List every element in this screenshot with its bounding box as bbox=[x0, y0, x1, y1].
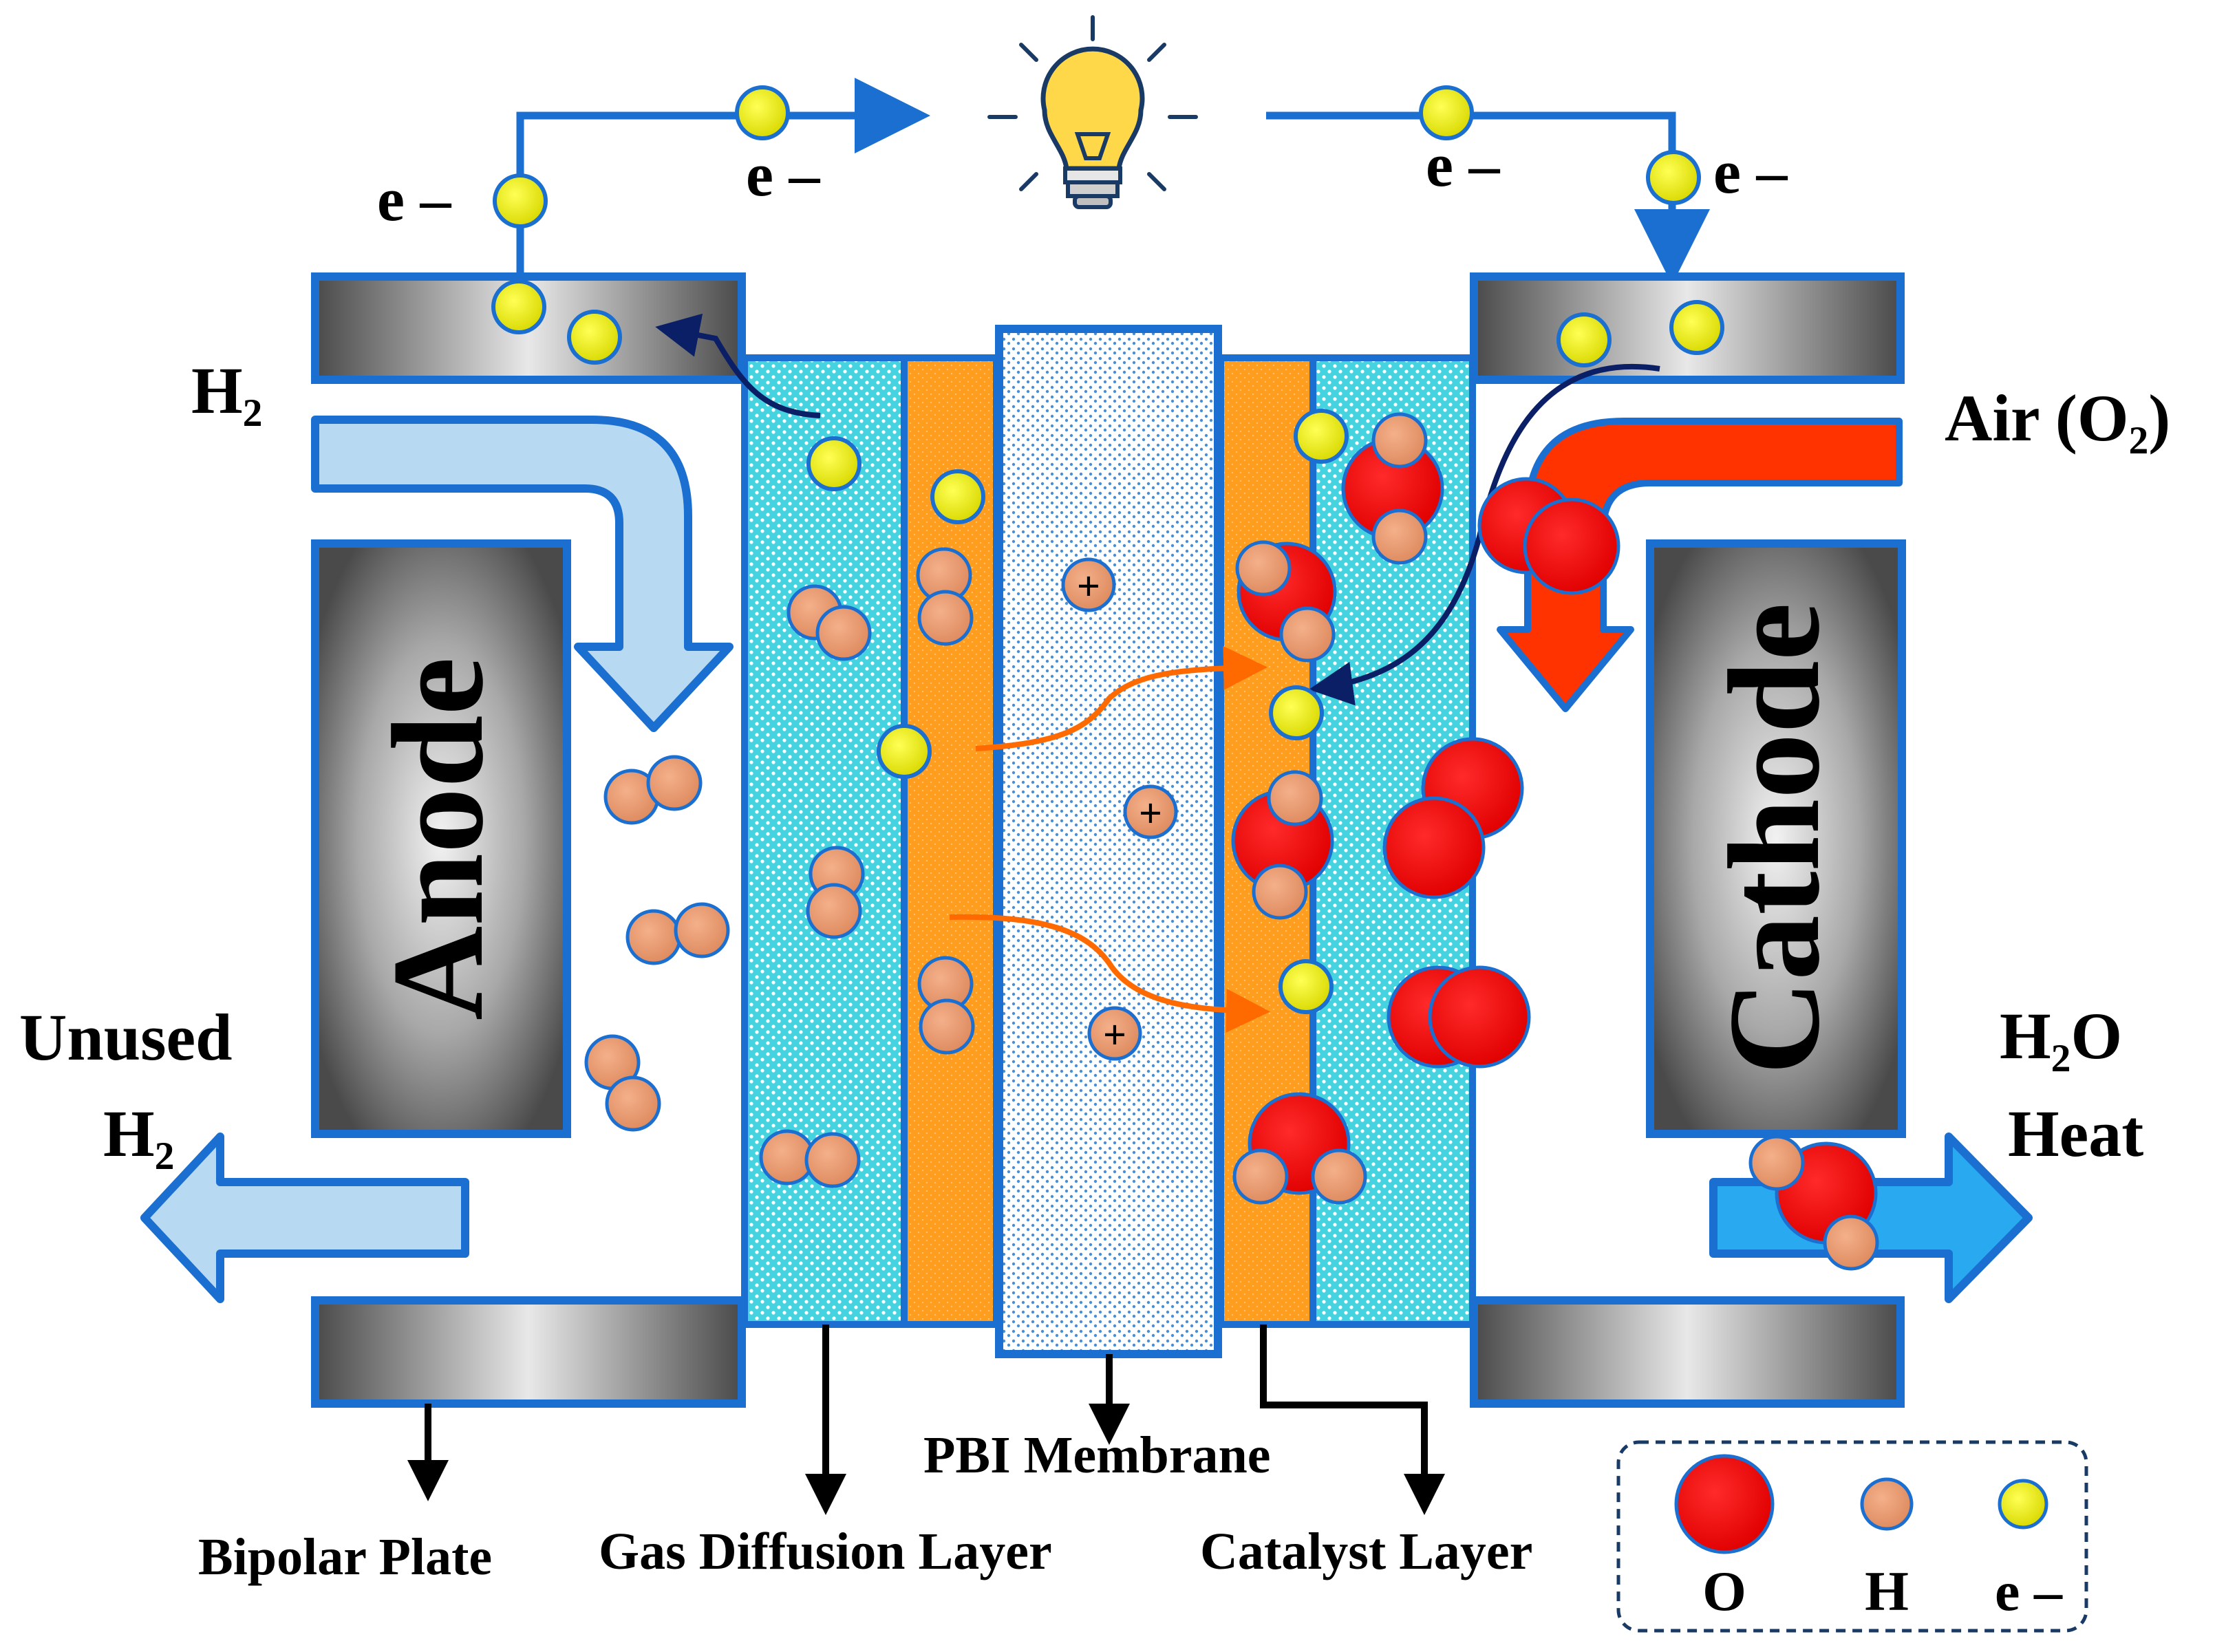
electron-label-3: e – bbox=[1426, 131, 1500, 200]
h2-inlet-label: H₂ bbox=[191, 354, 262, 427]
cathode-block bbox=[1646, 539, 1906, 1138]
electron-particle bbox=[1278, 959, 1334, 1014]
electron-collect-arrow bbox=[655, 313, 821, 418]
electron-label-2: e – bbox=[746, 141, 820, 209]
electron-particle bbox=[735, 85, 790, 140]
catalyst-leader bbox=[1260, 1324, 1445, 1515]
h2-inlet-arrow bbox=[311, 416, 734, 732]
water-molecule bbox=[1231, 770, 1334, 920]
electron-particle bbox=[1669, 300, 1724, 355]
proton-particle: + bbox=[1087, 1006, 1142, 1061]
legend-hydrogen-symbol bbox=[1860, 1477, 1914, 1531]
anode-bottom-plate bbox=[311, 1296, 746, 1408]
heat-label: Heat bbox=[2008, 1097, 2143, 1170]
electron-particle bbox=[491, 279, 546, 334]
electron-particle bbox=[930, 469, 985, 524]
unused-h2-outlet-arrow bbox=[140, 1133, 469, 1303]
gas-diffusion-layer-label: Gas Diffusion Layer bbox=[599, 1523, 1052, 1580]
h2-molecule bbox=[787, 584, 872, 661]
water-molecule bbox=[1341, 412, 1444, 565]
electron-particle bbox=[567, 310, 622, 365]
electron-particle bbox=[1646, 150, 1701, 205]
svg-text:+: + bbox=[1103, 1012, 1126, 1058]
unused-label: Unused bbox=[19, 1000, 232, 1074]
o2-molecule bbox=[1477, 477, 1620, 595]
air-inlet-label: Air (O₂) bbox=[1945, 381, 2170, 455]
h2-molecule bbox=[584, 1034, 661, 1132]
cathode-label: Cathode bbox=[1702, 603, 1847, 1075]
electron-particle bbox=[493, 173, 548, 228]
cathode-wire bbox=[1266, 111, 1710, 285]
h2-molecule bbox=[603, 755, 703, 825]
electron-particle bbox=[1269, 685, 1324, 740]
h2-molecule bbox=[806, 846, 865, 939]
pbi-membrane bbox=[995, 325, 1222, 1358]
legend-oxygen-symbol bbox=[1674, 1454, 1775, 1554]
cathode-bottom-plate bbox=[1470, 1296, 1905, 1408]
electron-particle bbox=[877, 724, 932, 779]
legend-hydrogen-label: H bbox=[1865, 1560, 1909, 1622]
air-inlet-arrow bbox=[1497, 418, 1903, 712]
light-bulb-icon bbox=[987, 15, 1198, 209]
svg-text:+: + bbox=[1077, 564, 1100, 609]
water-molecule bbox=[1748, 1135, 1879, 1271]
catalyst-layer-label: Catalyst Layer bbox=[1200, 1523, 1532, 1580]
anode-label: Anode bbox=[366, 657, 511, 1020]
water-molecule bbox=[1232, 1092, 1367, 1205]
anode-block bbox=[311, 539, 571, 1138]
electron-particle bbox=[1556, 312, 1612, 367]
legend-oxygen-label: O bbox=[1702, 1560, 1746, 1622]
legend-electron-label: e – bbox=[1995, 1560, 2063, 1622]
svg-text:+: + bbox=[1139, 791, 1162, 836]
electron-label-4: e – bbox=[1713, 138, 1788, 206]
legend-box bbox=[1616, 1440, 2088, 1633]
h2-molecule bbox=[625, 902, 730, 965]
o2-molecule bbox=[1387, 965, 1531, 1069]
water-label: H₂O bbox=[2000, 999, 2122, 1073]
h2-molecule bbox=[917, 956, 975, 1055]
h2-molecule bbox=[759, 1129, 861, 1188]
electron-particle bbox=[1419, 85, 1474, 140]
proton-particle: + bbox=[1061, 557, 1116, 612]
proton-particle: + bbox=[1123, 784, 1178, 839]
o2-molecule bbox=[1382, 737, 1524, 899]
water-molecule bbox=[1235, 540, 1337, 663]
proton-path-arrow-upper bbox=[975, 645, 1267, 751]
unused-h2-label: H₂ bbox=[103, 1097, 174, 1170]
legend: O H e – bbox=[1616, 1440, 2088, 1633]
h2-molecule bbox=[916, 547, 974, 646]
bipolar-plate-label: Bipolar Plate bbox=[198, 1528, 492, 1586]
particle-group: + + + bbox=[491, 85, 1879, 1271]
anode-wire bbox=[516, 78, 930, 275]
legend-electron-symbol bbox=[1998, 1479, 2048, 1530]
electron-particle bbox=[806, 436, 862, 491]
electron-label-1: e – bbox=[377, 166, 451, 234]
pbi-membrane-label: PBI Membrane bbox=[923, 1426, 1270, 1484]
proton-path-arrow-lower bbox=[949, 914, 1270, 1033]
electron-particle bbox=[1294, 409, 1349, 464]
leader-lines bbox=[407, 1324, 1445, 1515]
